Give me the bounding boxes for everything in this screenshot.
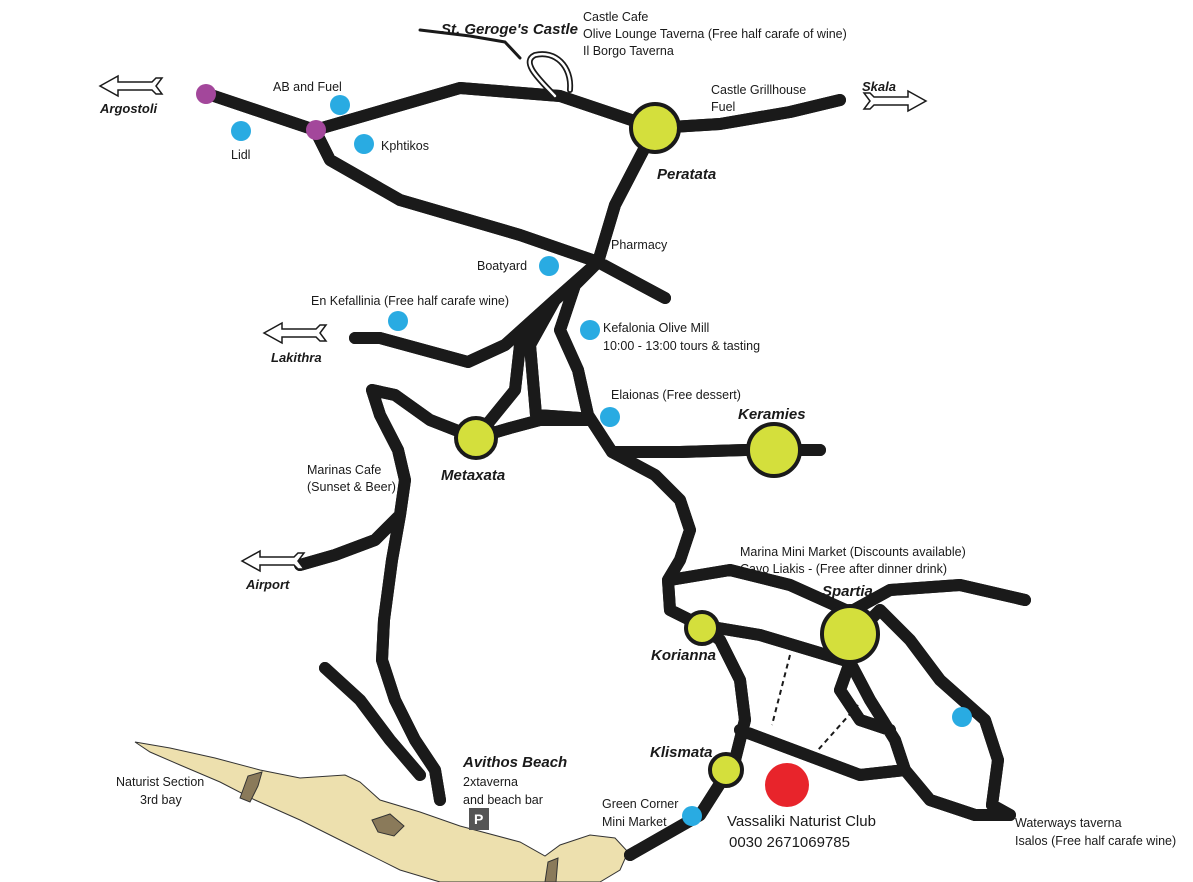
- poi-castle-cafe: Castle Cafe: [583, 10, 648, 24]
- poi-boatyard: Boatyard: [477, 259, 527, 273]
- poi-marinas-cafe: Marinas Cafe: [307, 463, 381, 477]
- avithos-beach-label: Avithos Beach: [462, 754, 567, 771]
- poi-marker-elaionas[interactable]: [600, 407, 620, 427]
- poi-marker-kphtikos[interactable]: [354, 134, 374, 154]
- village-marker-korianna[interactable]: [684, 610, 720, 646]
- parking-label: P: [474, 811, 483, 827]
- poi-castle-fuel: Fuel: [711, 100, 735, 114]
- poi-il-borgo: Il Borgo Taverna: [583, 44, 674, 58]
- villages: [454, 102, 880, 788]
- poi-marker-lidl[interactable]: [231, 121, 251, 141]
- rock-icon: [371, 813, 405, 837]
- village-label-spartia: Spartia: [822, 583, 873, 600]
- poi-elaionas: Elaionas (Free dessert): [611, 388, 741, 402]
- naturist-section-line2: 3rd bay: [140, 793, 182, 807]
- rock-icon: [239, 771, 263, 803]
- village-marker-peratata[interactable]: [629, 102, 681, 154]
- poi-olive-mill-hours: 10:00 - 13:00 tours & tasting: [603, 339, 760, 353]
- direction-argostoli: Argostoli: [99, 101, 157, 116]
- poi-en-kefallinia: En Kefallinia (Free half carafe wine): [311, 294, 509, 308]
- castle-label: St. Geroge's Castle: [441, 21, 578, 38]
- poi-olive-lounge: Olive Lounge Taverna (Free half carafe o…: [583, 27, 847, 41]
- avithos-line2: and beach bar: [463, 793, 543, 807]
- arrow-right-icon: [862, 89, 928, 113]
- naturist-section-line1: Naturist Section: [116, 775, 204, 789]
- poi-marker-olive-mill[interactable]: [580, 320, 600, 340]
- poi-ab-fuel: AB and Fuel: [273, 80, 342, 94]
- village-label-korianna: Korianna: [651, 647, 716, 664]
- village-label-metaxata: Metaxata: [441, 467, 505, 484]
- club-marker[interactable]: [765, 763, 809, 807]
- poi-pharmacy: Pharmacy: [611, 238, 668, 252]
- avithos-line1: 2xtaverna: [463, 775, 518, 789]
- road-network: [199, 28, 1031, 861]
- junction-marker[interactable]: [196, 84, 216, 104]
- parking-sign: P: [469, 808, 489, 830]
- parking-icon: [469, 808, 489, 830]
- labels: Argostoli Skala Lakithra Airport St. Ger…: [99, 10, 1176, 851]
- poi-olive-mill: Kefalonia Olive Mill: [603, 321, 709, 335]
- poi-marina-mini-market: Marina Mini Market (Discounts available): [740, 545, 966, 559]
- arrow-left-icon: [98, 74, 164, 98]
- direction-skala: Skala: [862, 79, 896, 94]
- village-marker-spartia[interactable]: [820, 604, 880, 664]
- village-label-klismata: Klismata: [650, 744, 713, 761]
- poi-waterways: Waterways taverna: [1015, 816, 1122, 830]
- poi-marker-unnamed[interactable]: [952, 707, 972, 727]
- direction-lakithra: Lakithra: [271, 350, 322, 365]
- junctions: [196, 84, 326, 140]
- junction-marker[interactable]: [306, 120, 326, 140]
- poi-marker-en-kefallinia[interactable]: [388, 311, 408, 331]
- poi-marker-boatyard[interactable]: [539, 256, 559, 276]
- poi-markers: [231, 95, 972, 826]
- poi-cavo-liakis: Cavo Liakis - (Free after dinner drink): [740, 562, 947, 576]
- poi-castle-grillhouse: Castle Grillhouse: [711, 83, 806, 97]
- village-label-keramies: Keramies: [738, 406, 806, 423]
- poi-marker-ab-fuel[interactable]: [330, 95, 350, 115]
- beach-strip: [134, 741, 629, 882]
- poi-lidl: Lidl: [231, 148, 250, 162]
- poi-marinas-cafe-note: (Sunset & Beer): [307, 480, 396, 494]
- club-phone: 0030 2671069785: [729, 834, 850, 851]
- village-marker-metaxata[interactable]: [454, 416, 498, 460]
- village-label-peratata: Peratata: [657, 166, 716, 183]
- poi-green-corner-2: Mini Market: [602, 815, 667, 829]
- poi-kphtikos: Kphtikos: [381, 139, 429, 153]
- rock-icon: [544, 857, 559, 882]
- club-name: Vassaliki Naturist Club: [727, 813, 876, 830]
- arrow-left-icon: [262, 321, 328, 345]
- village-marker-klismata[interactable]: [708, 752, 744, 788]
- poi-isalos: Isalos (Free half carafe wine): [1015, 834, 1176, 848]
- direction-airport: Airport: [245, 577, 290, 592]
- arrow-left-icon: [240, 549, 306, 573]
- poi-green-corner: Green Corner: [602, 797, 678, 811]
- poi-marker-green-corner[interactable]: [682, 806, 702, 826]
- direction-arrows: [98, 74, 928, 573]
- village-marker-keramies[interactable]: [746, 422, 802, 478]
